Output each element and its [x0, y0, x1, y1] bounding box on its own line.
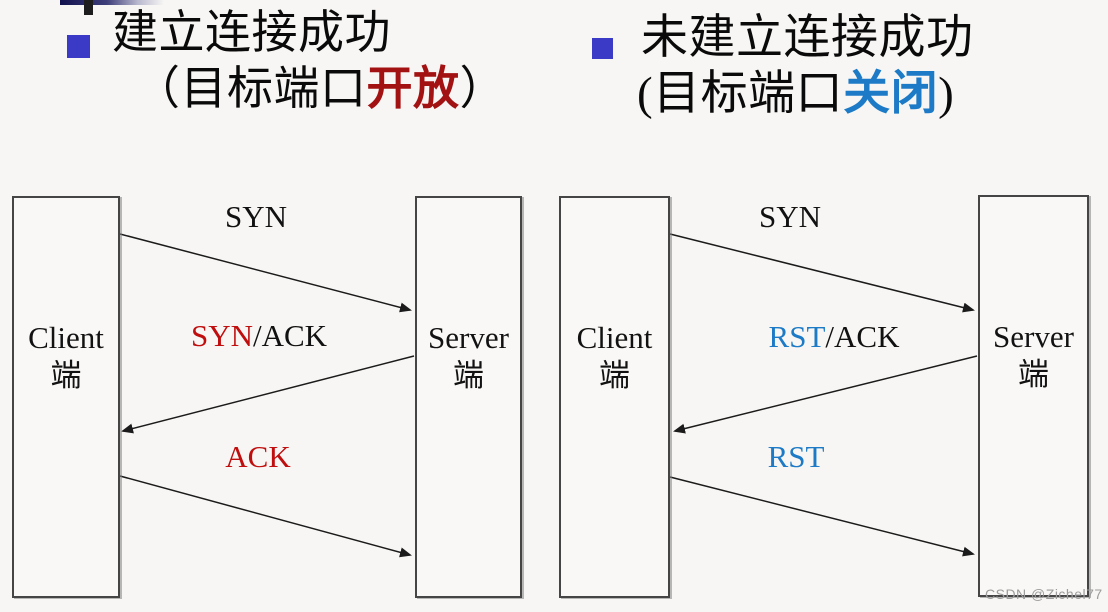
heading-left-line2: （目标端口开放）	[134, 63, 506, 115]
message-label-ack: ACK	[225, 439, 291, 474]
arrow-left-ack	[119, 475, 412, 558]
watermark: CSDN @Zichel77	[985, 586, 1103, 602]
bullet-square-icon	[67, 35, 90, 58]
server-name: Server	[993, 319, 1074, 355]
message-label-synack: SYN/ACK	[191, 320, 327, 351]
client-suffix: 端	[599, 358, 630, 393]
client-name: Client	[576, 320, 653, 356]
server-suffix: 端	[453, 358, 484, 393]
message-label-rstack-rest: /ACK	[825, 319, 900, 354]
message-label-rstack: RST/ACK	[769, 321, 900, 352]
heading-left-line2-emphasis: 开放	[366, 63, 460, 114]
message-label-rst: RST	[767, 439, 825, 474]
client-suffix: 端	[50, 358, 82, 393]
bullet-square-icon	[592, 38, 613, 59]
heading-right-line1: 未建立连接成功	[641, 12, 974, 64]
message-label-synack-em: SYN	[190, 318, 253, 353]
message-label-rstack-em: RST	[768, 319, 826, 354]
arrow-left-syn	[119, 233, 412, 313]
arrow-left-synack	[121, 355, 415, 434]
server-name: Server	[428, 320, 509, 356]
slide-rule-fragment	[60, 0, 164, 5]
message-label-synack-rest: /ACK	[252, 318, 328, 353]
heading-left-line1: 建立连接成功	[112, 7, 391, 58]
arrow-right-rstack	[673, 355, 978, 434]
heading-right-line2-suffix: )	[938, 68, 955, 120]
heading-right-line2-emphasis: 关闭	[843, 68, 939, 120]
client-name: Client	[28, 320, 104, 356]
heading-left-line2-suffix: ）	[459, 63, 506, 114]
arrow-right-rst	[669, 476, 975, 557]
server-suffix: 端	[1018, 357, 1049, 392]
heading-right-line2: (目标端口关闭)	[637, 68, 955, 121]
heading-right-line2-prefix: (目标端口	[637, 68, 844, 120]
arrow-right-syn	[669, 233, 975, 313]
slide-rule-tick	[84, 0, 93, 15]
heading-left-line2-prefix: （目标端口	[134, 63, 367, 114]
message-label-syn: SYN	[758, 199, 822, 234]
message-label-syn: SYN	[224, 199, 288, 234]
